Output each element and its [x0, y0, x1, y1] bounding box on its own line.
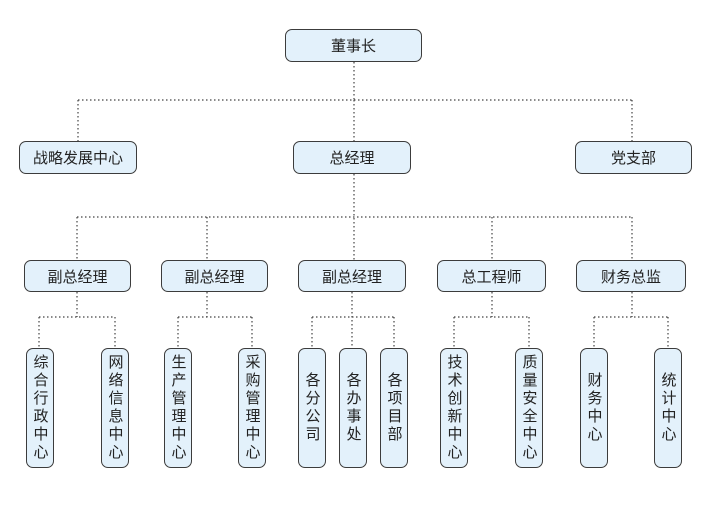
- node-deputy-gm-2: 副总经理: [161, 260, 268, 292]
- node-innovation-center: 技术创新中心: [440, 348, 468, 468]
- node-label: 生产管理中心: [169, 354, 188, 462]
- node-procurement-center: 采购管理中心: [238, 348, 266, 468]
- node-deputy-gm-3: 副总经理: [298, 260, 406, 292]
- node-label: 统计中心: [659, 372, 678, 444]
- node-statistics-center: 统计中心: [654, 348, 682, 468]
- node-offices: 各办事处: [339, 348, 367, 468]
- node-label: 质量安全中心: [520, 354, 539, 462]
- node-quality-center: 质量安全中心: [515, 348, 543, 468]
- node-label: 副总经理: [184, 267, 245, 286]
- node-finance-director: 财务总监: [576, 260, 686, 292]
- node-label: 副总经理: [321, 267, 382, 286]
- node-label: 财务中心: [585, 372, 604, 444]
- node-deputy-gm-1: 副总经理: [24, 260, 131, 292]
- node-label: 副总经理: [47, 267, 108, 286]
- node-label: 党支部: [610, 149, 656, 167]
- node-admin-center: 综合行政中心: [26, 348, 54, 468]
- node-party-branch: 党支部: [575, 141, 692, 174]
- node-label: 总经理: [329, 149, 375, 167]
- node-label: 战略发展中心: [32, 149, 123, 167]
- node-label: 网络信息中心: [106, 354, 125, 462]
- node-label: 财务总监: [600, 267, 661, 286]
- node-label: 采购管理中心: [243, 354, 262, 462]
- node-label: 综合行政中心: [31, 354, 50, 462]
- node-finance-center: 财务中心: [580, 348, 608, 468]
- node-production-center: 生产管理中心: [164, 348, 192, 468]
- node-label: 各分公司: [303, 372, 322, 444]
- node-projects: 各项目部: [380, 348, 408, 468]
- node-strategy-center: 战略发展中心: [19, 141, 137, 174]
- node-branches: 各分公司: [298, 348, 326, 468]
- node-label: 董事长: [330, 37, 376, 55]
- node-general-manager: 总经理: [293, 141, 411, 174]
- node-network-center: 网络信息中心: [101, 348, 129, 468]
- node-label: 各项目部: [385, 372, 404, 444]
- node-label: 各办事处: [344, 372, 363, 444]
- node-label: 总工程师: [461, 267, 522, 286]
- node-label: 技术创新中心: [445, 354, 464, 462]
- node-chief-engineer: 总工程师: [437, 260, 546, 292]
- node-root: 董事长: [285, 29, 422, 62]
